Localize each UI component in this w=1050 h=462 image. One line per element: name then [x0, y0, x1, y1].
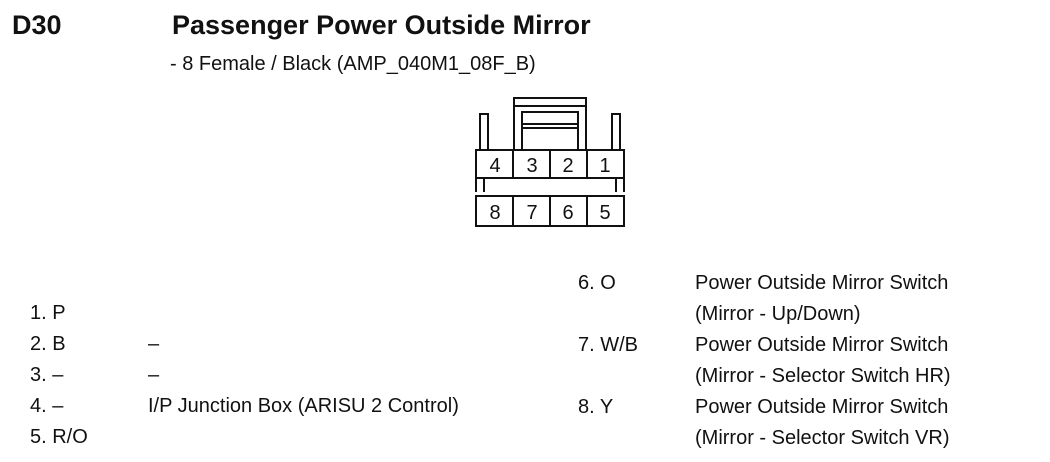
pin-6-number: 6. O	[578, 272, 616, 294]
pin-7-description: Power Outside Mirror Switch	[695, 334, 949, 356]
pin-8-number: 8. Y	[578, 396, 614, 418]
pin-4-description: I/P Junction Box (ARISU 2 Control)	[148, 395, 459, 417]
pin-5-number: 5. R/O	[30, 426, 88, 448]
connector-code: D30	[12, 10, 62, 40]
pin-3-description: –	[148, 364, 160, 386]
pin-label-2: 2	[562, 155, 573, 177]
pin-label-1: 1	[599, 155, 610, 177]
pin-7-number: 7. W/B	[578, 334, 639, 356]
pin-1-number: 1. P	[30, 302, 66, 324]
pin-6-description: Power Outside Mirror Switch	[695, 272, 949, 294]
pin-label-3: 3	[526, 155, 537, 177]
pin-6-description-detail: (Mirror - Up/Down)	[695, 303, 861, 325]
pin-2-number: 2. B	[30, 333, 66, 355]
latch-inner	[521, 111, 579, 129]
pin-3-number: 3. –	[30, 364, 64, 386]
pin-label-8: 8	[489, 202, 500, 224]
pin-2-description: –	[148, 333, 160, 355]
connector-spec: - 8 Female / Black (AMP_040M1_08F_B)	[170, 53, 536, 75]
pin-label-7: 7	[526, 202, 537, 224]
pin-label-6: 6	[562, 202, 573, 224]
page-title: Passenger Power Outside Mirror	[172, 10, 591, 40]
pin-8-description-detail: (Mirror - Selector Switch VR)	[695, 427, 950, 449]
pin-label-5: 5	[599, 202, 610, 224]
pin-7-description-detail: (Mirror - Selector Switch HR)	[695, 365, 951, 387]
connector-diagram: 4 3 2 1 8 7 6 5	[475, 97, 625, 227]
pin-4-number: 4. –	[30, 395, 64, 417]
pin-8-description: Power Outside Mirror Switch	[695, 396, 949, 418]
pin-label-4: 4	[489, 155, 500, 177]
